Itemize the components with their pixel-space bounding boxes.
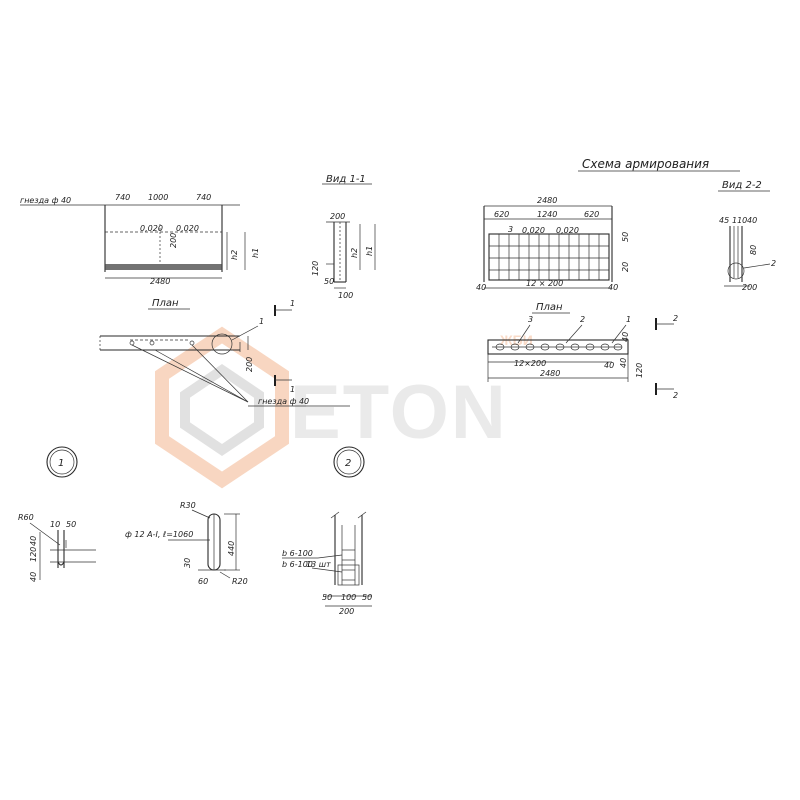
plan-dim-40c: 40 bbox=[619, 358, 628, 368]
d1-dim-40: 40 bbox=[29, 536, 38, 546]
reinforcement-elevation: 2480 620 1240 620 3 0,020 0,020 50 20 40… bbox=[476, 196, 630, 292]
d2-dim-50b: 50 bbox=[362, 593, 372, 602]
v22-detail-circle bbox=[727, 262, 745, 280]
node-2-label: 2 bbox=[345, 458, 351, 469]
d2-stirrup-1: b 6-100 bbox=[282, 549, 313, 558]
view-11-title: Вид 1-1 bbox=[326, 174, 366, 185]
bar-spec: ф 12 А-I, ℓ=1060 bbox=[125, 530, 193, 539]
detail-1: R60 10 50 40 120 40 bbox=[18, 513, 96, 582]
dim-1000: 1000 bbox=[148, 193, 168, 202]
bar-dim-60: 60 bbox=[198, 577, 208, 586]
plan-pos-2: 2 bbox=[580, 315, 585, 324]
v11-dim-100: 100 bbox=[338, 291, 353, 300]
arm-dim-40b: 40 bbox=[608, 283, 618, 292]
view-11: 200 h2 h1 120 50 100 bbox=[311, 212, 376, 300]
h2-left: h2 bbox=[230, 250, 239, 260]
v22-dim-40: 40 bbox=[747, 216, 757, 225]
node-1-label: 1 bbox=[58, 458, 64, 469]
v22-dim-80: 80 bbox=[749, 245, 758, 255]
bar-dim-440: 440 bbox=[227, 541, 236, 556]
dim-740-left: 740 bbox=[115, 193, 130, 202]
h1-left: h1 bbox=[251, 248, 260, 258]
v11-dim-120: 120 bbox=[311, 261, 320, 276]
v11-h1: h1 bbox=[365, 246, 374, 256]
d1-dim-40b: 40 bbox=[29, 572, 38, 582]
armirovanie-title: Схема армирования bbox=[582, 157, 709, 171]
reinforcement-plan: 3 2 1 40 40 120 12×200 40 2480 2 2 bbox=[487, 314, 678, 400]
slab-hatch bbox=[105, 264, 222, 270]
left-elevation: гнезда ф 40 740 1000 740 0,020 0,020 200… bbox=[20, 193, 260, 286]
gnezda-label-bottom: гнезда ф 40 bbox=[258, 397, 309, 406]
slope-left: 0,020 bbox=[140, 224, 163, 233]
d2-count: 13 шт bbox=[306, 560, 331, 569]
bar-r20: R20 bbox=[232, 577, 248, 586]
plan-dim-120: 120 bbox=[635, 363, 644, 378]
d1-dim-120: 120 bbox=[29, 547, 38, 562]
detail-circle-1 bbox=[211, 333, 233, 355]
plan-dim-40: 40 bbox=[621, 332, 630, 342]
bar-detail: R30 ф 12 А-I, ℓ=1060 440 30 60 R20 bbox=[125, 501, 248, 586]
v11-dim-200: 200 bbox=[330, 212, 345, 221]
dim-200-left: 200 bbox=[169, 233, 178, 248]
v11-dim-50: 50 bbox=[324, 277, 334, 286]
plan-pos-3: 3 bbox=[528, 315, 533, 324]
gnezda-label-top: гнезда ф 40 bbox=[20, 196, 71, 205]
d2-dim-100: 100 bbox=[341, 593, 356, 602]
bar-dim-30: 30 bbox=[183, 558, 192, 568]
d2-dim-200: 200 bbox=[339, 607, 354, 616]
view-22: 45 110 40 80 2 200 bbox=[719, 216, 776, 292]
plan-span: 12×200 bbox=[514, 359, 546, 368]
arm-pos-3: 3 bbox=[508, 225, 513, 234]
arm-dim-620: 620 bbox=[494, 210, 509, 219]
plan-pos-1: 1 bbox=[626, 315, 631, 324]
arm-dim-620b: 620 bbox=[584, 210, 599, 219]
arm-slope-2: 0,020 bbox=[556, 226, 579, 235]
section-1-top: 1 bbox=[290, 299, 295, 308]
dim-740-right: 740 bbox=[196, 193, 211, 202]
v22-dim-200: 200 bbox=[742, 283, 757, 292]
watermark-text: ETON bbox=[290, 370, 508, 455]
plan-dim-2480: 2480 bbox=[540, 369, 560, 378]
dim-2480-left: 2480 bbox=[150, 277, 170, 286]
v22-dim-110: 110 bbox=[732, 216, 747, 225]
arm-slope-1: 0,020 bbox=[522, 226, 545, 235]
section-2-bottom: 2 bbox=[673, 391, 678, 400]
d2-dim-50a: 50 bbox=[322, 593, 332, 602]
arm-plan-title: План bbox=[536, 302, 563, 313]
v11-h2: h2 bbox=[350, 248, 359, 258]
node-2-marker: 2 bbox=[333, 446, 365, 478]
marker-1: 1 bbox=[259, 317, 264, 326]
view-22-title: Вид 2-2 bbox=[722, 180, 762, 191]
arm-dim-2480: 2480 bbox=[537, 196, 557, 205]
detail-2: b 6-100 b 6-100 13 шт 50 100 50 200 bbox=[282, 511, 372, 616]
arm-dim-40: 40 bbox=[476, 283, 486, 292]
left-plan: 1 200 гнезда ф 40 1 1 bbox=[99, 299, 350, 407]
d1-dim-50: 50 bbox=[66, 520, 76, 529]
v22-pos-2: 2 bbox=[771, 259, 776, 268]
d1-dim-10: 10 bbox=[50, 520, 60, 529]
bar-r30: R30 bbox=[180, 501, 196, 510]
arm-dim-1240: 1240 bbox=[537, 210, 557, 219]
left-plan-title: План bbox=[152, 298, 179, 309]
plan-dim-40b: 40 bbox=[604, 361, 614, 370]
v22-dim-45: 45 bbox=[719, 216, 729, 225]
section-1-bottom: 1 bbox=[290, 385, 295, 394]
arm-dim-20: 20 bbox=[621, 262, 630, 272]
slope-right: 0,020 bbox=[176, 224, 199, 233]
arm-span: 12 × 200 bbox=[526, 279, 563, 288]
watermark-logo-icon bbox=[155, 326, 289, 489]
dim-200-plan: 200 bbox=[245, 357, 254, 372]
section-2-top: 2 bbox=[673, 314, 678, 323]
d1-r60: R60 bbox=[18, 513, 34, 522]
d2-stirrup-2: b 6-100 bbox=[282, 560, 313, 569]
arm-dim-50: 50 bbox=[621, 232, 630, 242]
node-1-marker: 1 bbox=[46, 446, 78, 478]
